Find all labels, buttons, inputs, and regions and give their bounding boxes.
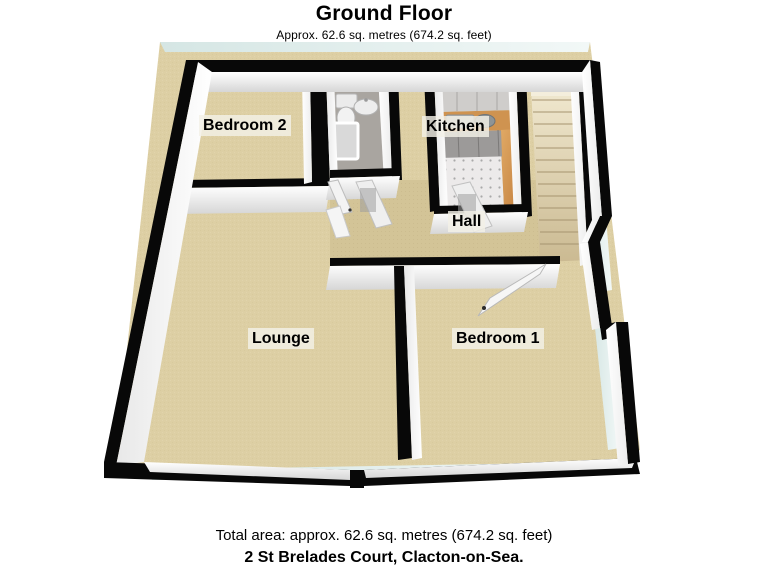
floor-area-subtitle: Approx. 62.6 sq. metres (674.2 sq. feet) (276, 28, 492, 42)
wall-hall-kitchen (424, 76, 448, 212)
room-label-lounge: Lounge (248, 328, 314, 349)
door-bedroom-2 (327, 179, 353, 215)
exterior-wall-top (186, 60, 590, 92)
room-label-hall: Hall (448, 211, 486, 232)
exterior-wall-left (104, 60, 212, 466)
exterior-wall-bottom (104, 458, 640, 488)
total-area-text: Total area: approx. 62.6 sq. metres (674… (215, 527, 553, 544)
floorplan-svg (104, 42, 640, 488)
wall-hall-divider (326, 256, 560, 290)
wall-kitchen-stairs (508, 74, 532, 220)
wall-bedroom2-right (302, 74, 322, 184)
wall-lounge-bedroom1 (394, 266, 422, 460)
wall-bathroom-right (378, 74, 402, 182)
room-label-bedroom-2: Bedroom 2 (199, 115, 291, 136)
room-label-bedroom-1: Bedroom 1 (452, 328, 544, 349)
plan-footer: Total area: approx. 62.6 sq. metres (674… (0, 526, 768, 568)
room-label-kitchen: Kitchen (422, 116, 489, 137)
exterior-wall-right (580, 60, 640, 466)
plan-header: Ground Floor Approx. 62.6 sq. metres (67… (0, 0, 768, 43)
floorplan-illustration (0, 30, 768, 500)
door-lounge (325, 205, 351, 239)
room-floor-bedroom-1 (404, 260, 602, 454)
door-bedroom-1 (477, 263, 547, 317)
property-address: 2 St Brelades Court, Clacton-on-Sea. (244, 549, 524, 566)
wall-bedroom2-lounge (172, 178, 330, 214)
page-title: Ground Floor (315, 2, 453, 25)
